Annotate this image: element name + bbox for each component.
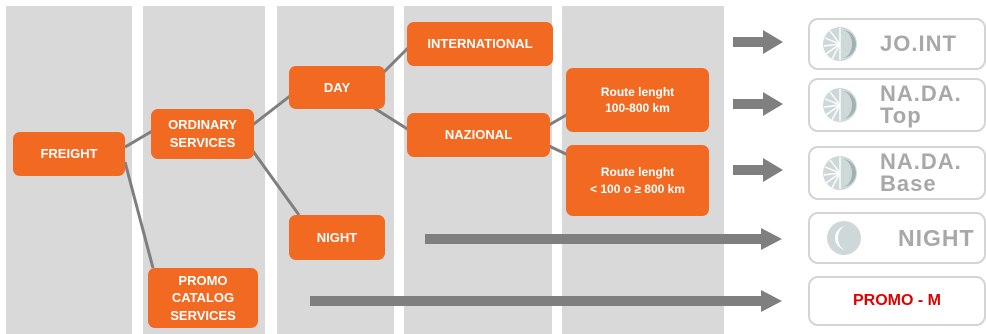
edge-ordinary-day — [249, 94, 291, 129]
node-promo-catalog-services: PROMO CATALOG SERVICES — [148, 268, 258, 328]
product-night-label: NIGHT — [898, 224, 975, 251]
edge-freight-ordinary — [124, 128, 155, 149]
arrow-icon — [310, 290, 782, 312]
crescent-moon-icon — [827, 221, 861, 255]
column-band-3 — [277, 6, 394, 334]
product-promo-m: PROMO - M — [808, 276, 986, 326]
product-na-da-base: NA.DA. Base — [808, 146, 986, 200]
arrow-icon — [733, 158, 783, 182]
arrow-icon — [733, 92, 783, 116]
sunburst-logo-icon — [823, 156, 857, 190]
arrow-icon — [733, 30, 783, 54]
short-arrows — [733, 30, 783, 182]
edge-ordinary-night — [248, 146, 301, 216]
edge-nazional-route1 — [548, 112, 569, 127]
product-na-da-base-label: NA.DA. Base — [880, 149, 962, 196]
node-day: DAY — [289, 66, 385, 109]
node-route-lt100-ge800: Route lenght < 100 o ≥ 800 km — [566, 145, 709, 216]
sunburst-logo-icon — [823, 88, 857, 122]
arrow-icon — [425, 228, 782, 250]
node-route-100-800: Route lenght 100-800 km — [566, 68, 709, 132]
node-freight: FREIGHT — [13, 132, 125, 176]
product-na-da-top: NA.DA. Top — [808, 78, 986, 132]
node-nazional: NAZIONAL — [407, 113, 550, 157]
node-ordinary-services: ORDINARY SERVICES — [151, 109, 254, 159]
edge-nazional-route2 — [548, 144, 569, 157]
edge-freight-promo — [123, 161, 155, 269]
product-promo-m-label: PROMO - M — [853, 292, 941, 309]
long-arrows — [310, 228, 782, 312]
product-na-da-top-label: NA.DA. Top — [880, 81, 962, 128]
node-international: INTERNATIONAL — [407, 22, 553, 66]
node-night: NIGHT — [289, 215, 385, 260]
product-jo-int-label: JO.INT — [880, 31, 957, 56]
edge-day-nazional — [373, 106, 410, 132]
sunburst-logo-icon — [823, 27, 857, 61]
product-night: NIGHT — [808, 212, 986, 264]
product-jo-int: JO.INT — [808, 18, 986, 70]
